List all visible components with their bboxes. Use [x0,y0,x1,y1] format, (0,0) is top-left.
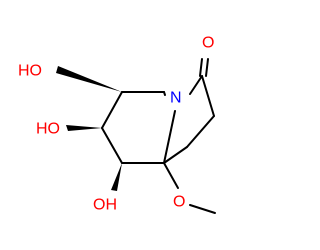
bond-c6-c7 [101,91,123,129]
bond-c2-c1 [186,115,215,148]
bond-n-c3 [189,75,203,95]
label-nitrogen: N [170,90,182,107]
label-oh-c8: OH [93,197,117,214]
bond-o-ch3 [189,204,216,214]
bond-c8a-o [163,162,179,189]
bond-c7-c8 [101,127,123,164]
bond-c3-o-double [199,58,203,77]
bond-c3-c2 [201,75,215,117]
label-ho-c7: HO [36,121,60,138]
bond-n-c5 [163,91,166,96]
label-ho-c6: HO [18,63,42,80]
bond-c1-c8a [163,146,188,164]
molecule-canvas: HO HO OH N O O [18,35,216,214]
structure-diagram: HO HO OH N O O [18,35,216,214]
label-carbonyl-o: O [202,35,214,52]
wedge-c6-oh [56,66,122,92]
label-methoxy-o: O [173,194,185,211]
wedge-c8-oh [111,163,122,191]
bond-c3-o-double-2 [205,58,209,77]
wedge-c7-oh [66,125,102,131]
bond-c8a-n [163,110,176,164]
